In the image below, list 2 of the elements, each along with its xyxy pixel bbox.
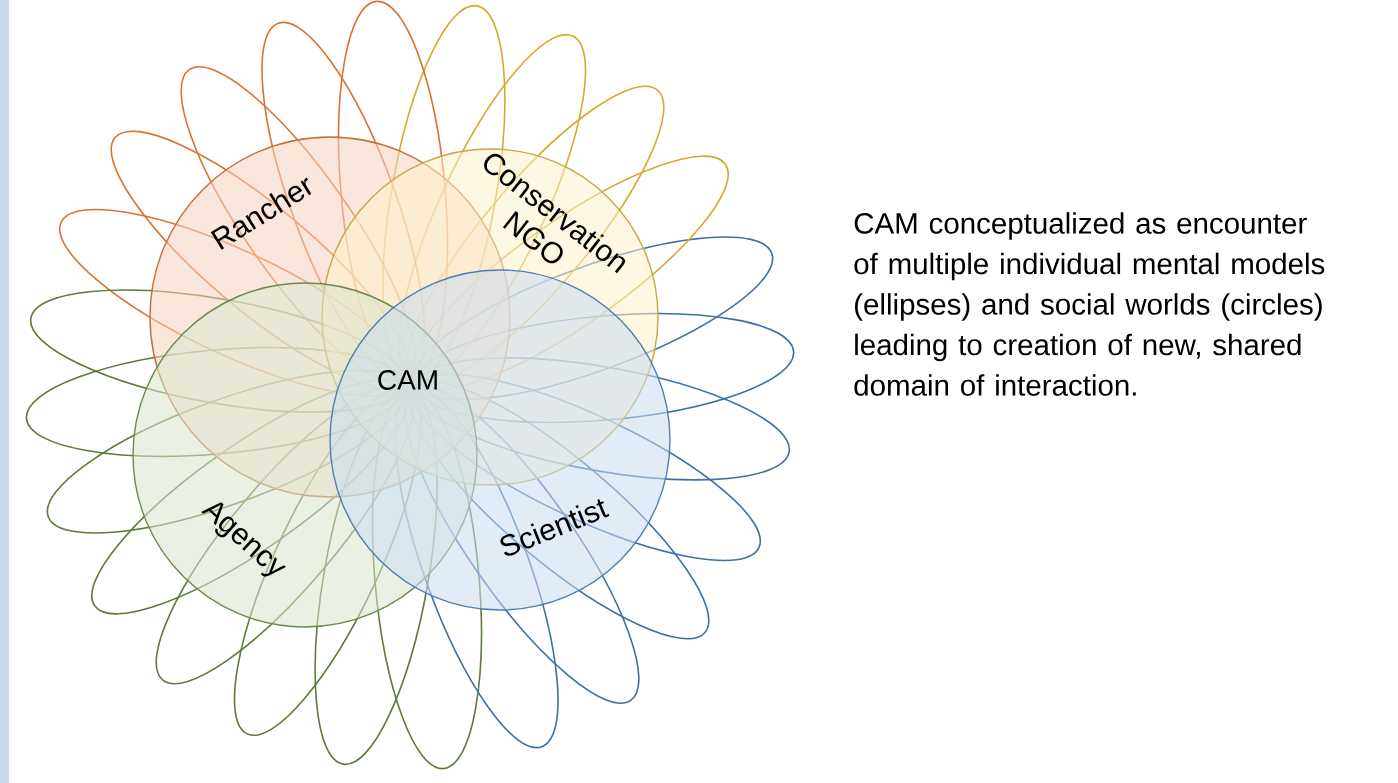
- center-label: CAM: [378, 370, 437, 390]
- description-text: CAM conceptualized as encounter of multiple individual mental models (ellipses) and social worlds (circles) leading to creation of new, shared domain of interaction.: [854, 212, 1325, 396]
